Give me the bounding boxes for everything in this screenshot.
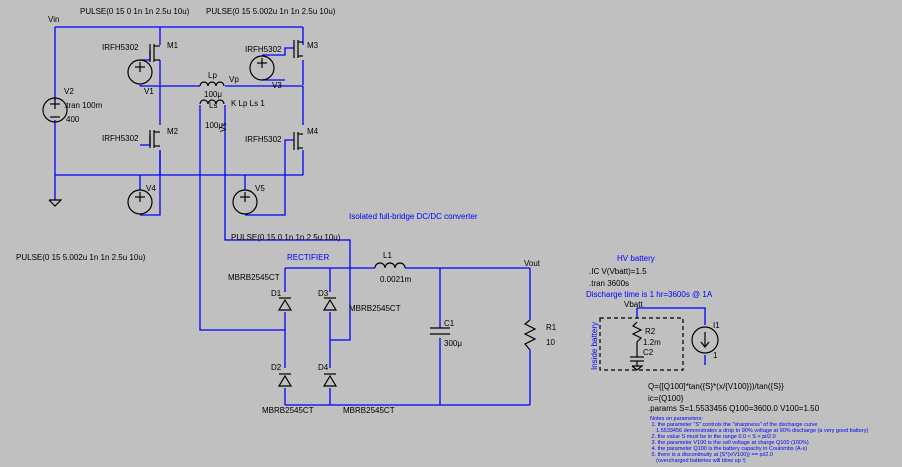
q-expression: Q={[Q100]*tan({S}*(x/{V100}))/tan({S}} xyxy=(648,382,784,391)
note-line: 5. there is a discontinuity at {S*(x/V10… xyxy=(650,452,773,458)
c1-ref: C1 xyxy=(444,319,455,328)
inductor-l1[interactable] xyxy=(374,262,406,269)
d2-ref: D2 xyxy=(271,363,282,372)
d1-model: MBRB2545CT xyxy=(228,273,280,282)
d3-model: MBRB2545CT xyxy=(349,304,401,313)
c2-ref: C2 xyxy=(643,348,654,357)
mosfet-m1[interactable] xyxy=(149,44,160,62)
diode-d3[interactable] xyxy=(322,297,338,311)
net-vin: Vin xyxy=(48,15,59,24)
d3-ref: D3 xyxy=(318,289,329,298)
i1-ref: I1 xyxy=(713,321,720,330)
v4-source[interactable] xyxy=(127,189,153,215)
m2-model: IRFH5302 xyxy=(102,134,139,143)
rectifier-label: RECTIFIER xyxy=(287,253,329,262)
capacitor-c1[interactable] xyxy=(430,327,450,335)
pulse-m1-label: PULSE(0 15 0 1n 1n 2.5u 10u) xyxy=(80,7,190,16)
mosfet-m3[interactable] xyxy=(293,40,303,58)
v1-source[interactable] xyxy=(127,59,153,85)
components xyxy=(42,40,719,387)
m3-ref: M3 xyxy=(307,41,319,50)
diode-d1[interactable] xyxy=(277,297,293,311)
parameter-notes: Notes on parameters: 1. the parameter "S… xyxy=(650,416,868,464)
l1-ref: L1 xyxy=(383,251,392,260)
i1-value: 1 xyxy=(713,351,718,360)
m3-model: IRFH5302 xyxy=(245,45,282,54)
d1-ref: D1 xyxy=(271,289,282,298)
discharge-note: Discharge time is 1 hr=3600s @ 1A xyxy=(586,290,713,299)
hv-battery-label: HV battery xyxy=(617,254,655,263)
r2-ref: R2 xyxy=(645,327,656,336)
note-line: 1. the parameter "S" controls the "sharp… xyxy=(650,422,817,428)
lp-value: 100μ xyxy=(204,90,222,99)
m1-ref: M1 xyxy=(167,41,179,50)
d4-model: MBRB2545CT xyxy=(343,406,395,415)
r1-value: 10 xyxy=(546,338,555,347)
m4-model: IRFH5302 xyxy=(245,135,282,144)
pulse-v5-label: PULSE(0 15 0 1n 1n 2.5u 10u) xyxy=(231,233,341,242)
note-line: 1.5533456 demonstrates a drop to 90% vol… xyxy=(650,428,868,434)
v2-source[interactable] xyxy=(42,97,68,123)
mosfet-m4[interactable] xyxy=(293,132,303,150)
v2-ref: V2 xyxy=(64,87,74,96)
params-directive: .params S=1.5533456 Q100=3600.0 V100=1.5… xyxy=(648,404,820,413)
inductor-lp[interactable] xyxy=(199,81,225,87)
d4-ref: D4 xyxy=(318,363,329,372)
note-line: (overcharged batteries will blow up !) xyxy=(650,458,746,464)
m1-model: IRFH5302 xyxy=(102,43,139,52)
c1-value: 300μ xyxy=(444,339,462,348)
resistor-r1[interactable] xyxy=(523,319,537,351)
r1-ref: R1 xyxy=(546,323,557,332)
d2-model: MBRB2545CT xyxy=(262,406,314,415)
m2-ref: M2 xyxy=(167,127,179,136)
battery-box xyxy=(599,317,684,371)
ls-value: 100μ xyxy=(205,121,223,130)
note-line: 2. the value S must be in the range 0.0 … xyxy=(650,434,776,440)
note-line: 3. the parameter V100 is the cell voltag… xyxy=(650,440,809,446)
pulse-v4-label: PULSE(0 15 5.002u 1n 1n 2.5u 10u) xyxy=(16,253,146,262)
current-source-i1[interactable] xyxy=(691,326,719,354)
resistor-r2[interactable] xyxy=(631,321,643,343)
r2-value: 1.2m xyxy=(643,338,661,347)
note-line: 4. the parameter Q100 is the battery cap… xyxy=(650,446,807,452)
net-vout: Vout xyxy=(524,259,541,268)
text-layer: Vin PULSE(0 15 0 1n 1n 2.5u 10u) PULSE(0… xyxy=(16,7,820,415)
note-line: Notes on parameters: xyxy=(650,416,703,422)
m4-ref: M4 xyxy=(307,127,319,136)
l1-value: 0.0021m xyxy=(380,275,411,284)
ic-directive: .IC V(Vbatt)=1.5 xyxy=(589,267,647,276)
v2-tran: .tran 100m xyxy=(64,101,103,110)
inside-battery-label: Inside battery xyxy=(590,322,599,370)
wires xyxy=(54,26,706,406)
lp-ref: Lp xyxy=(208,71,217,80)
tran-directive: .tran 3600s xyxy=(589,279,629,288)
k-coupling: K Lp Ls 1 xyxy=(231,99,265,108)
net-v1: V1 xyxy=(144,87,154,96)
net-vp: Vp xyxy=(229,75,239,84)
schematic-title: Isolated full-bridge DC/DC converter xyxy=(349,212,478,221)
capacitor-c2[interactable] xyxy=(630,356,644,362)
net-vbatt: Vbatt xyxy=(624,300,643,309)
v4-ref: V4 xyxy=(146,184,156,193)
net-vs: Vs xyxy=(219,123,228,132)
diode-d2[interactable] xyxy=(277,373,293,387)
v5-source[interactable] xyxy=(232,189,258,215)
mosfet-m2[interactable] xyxy=(149,130,160,148)
inductor-ls[interactable] xyxy=(199,99,225,105)
ls-ref: Ls xyxy=(209,101,217,110)
v3-source[interactable] xyxy=(249,55,275,81)
v5-ref: V5 xyxy=(255,184,265,193)
ic-q: ic={Q100} xyxy=(648,394,684,403)
v2-value: 400 xyxy=(66,115,80,124)
diode-d4[interactable] xyxy=(322,373,338,387)
net-v3: V3 xyxy=(272,81,282,90)
pulse-m3-label: PULSE(0 15 5.002u 1n 1n 2.5u 10u) xyxy=(206,7,336,16)
